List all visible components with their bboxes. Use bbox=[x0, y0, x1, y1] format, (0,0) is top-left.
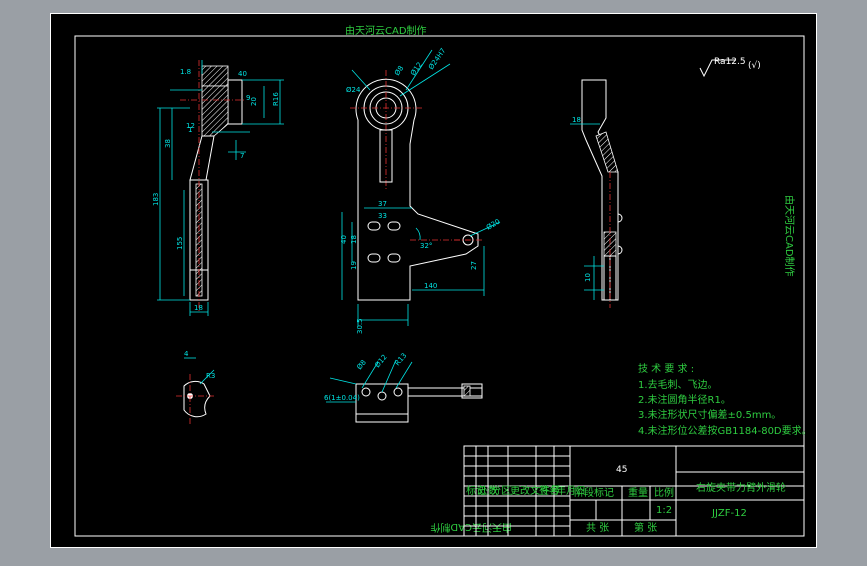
svg-text:155: 155 bbox=[176, 237, 184, 250]
tech-req-line: 4.未注形位公差按GB1184-80D要求。 bbox=[638, 424, 812, 437]
title-header-label: 处数 bbox=[478, 484, 498, 497]
svg-text:40: 40 bbox=[340, 235, 348, 244]
svg-text:10: 10 bbox=[584, 273, 592, 282]
watermark-top: 由天河云CAD制作 bbox=[345, 24, 427, 37]
title-header-label: 年月日 bbox=[556, 484, 586, 497]
svg-text:R16: R16 bbox=[272, 92, 280, 106]
title-bottom-label: 第 张 bbox=[634, 521, 657, 534]
svg-text:18: 18 bbox=[572, 116, 581, 124]
svg-text:Ø24: Ø24 bbox=[346, 86, 361, 94]
svg-text:20: 20 bbox=[250, 97, 258, 106]
svg-text:1.8: 1.8 bbox=[180, 68, 191, 76]
tech-requirements: 技 术 要 求 : 1.去毛刺、飞边。 2.未注圆角半径R1。 3.未注形状尺寸… bbox=[638, 362, 812, 437]
svg-text:32°: 32° bbox=[420, 242, 432, 250]
svg-text:140: 140 bbox=[424, 282, 437, 290]
title-header-label: 标记 bbox=[466, 485, 486, 497]
side-view: Ø24 Ø12 Ø24H7 Ø8 37 33 40 18 19 32° 140 … bbox=[340, 47, 501, 334]
front-view: 1.8 40 20 R16 1 7 38 155 12 18 9 183 bbox=[152, 60, 284, 316]
svg-text:183: 183 bbox=[152, 193, 160, 206]
svg-text:R3: R3 bbox=[206, 372, 215, 380]
tech-req-title: 技 术 要 求 : bbox=[638, 362, 694, 375]
tech-req-line: 3.未注形状尺寸偏差±0.5mm。 bbox=[638, 408, 781, 421]
tech-req-line: 2.未注圆角半径R1。 bbox=[638, 393, 731, 406]
title-stage-label: 比例 bbox=[654, 486, 674, 499]
svg-text:1: 1 bbox=[188, 126, 192, 134]
tech-req-line: 1.去毛刺、飞边。 bbox=[638, 379, 718, 391]
title-bottom-label: 共 张 bbox=[586, 522, 609, 534]
watermark-bottom: 由天河云CAD制作 bbox=[430, 521, 512, 534]
title-header-label: 签名 bbox=[539, 484, 559, 497]
title-stage-label: 阶段标记 bbox=[574, 486, 614, 499]
sheet-inner-border bbox=[74, 35, 805, 537]
svg-text:33: 33 bbox=[378, 212, 387, 220]
svg-text:6(1±0.04): 6(1±0.04) bbox=[324, 394, 360, 402]
svg-text:19: 19 bbox=[350, 261, 358, 270]
svg-text:18: 18 bbox=[194, 304, 203, 312]
watermark-right: 由天河云CAD制作 bbox=[783, 195, 796, 277]
svg-text:30.5: 30.5 bbox=[356, 318, 364, 334]
title-drawing-no: JJZF-12 bbox=[711, 508, 747, 519]
svg-text:7: 7 bbox=[240, 152, 244, 160]
title-scale: 1:2 bbox=[656, 505, 672, 516]
roughness-symbol: Ra12.5 (√) bbox=[699, 57, 761, 78]
svg-text:4: 4 bbox=[184, 350, 189, 358]
svg-text:(√): (√) bbox=[748, 60, 761, 71]
right-view: 18 10 bbox=[570, 79, 623, 308]
svg-text:38: 38 bbox=[164, 139, 172, 148]
title-number: 45 bbox=[616, 465, 627, 475]
svg-text:9: 9 bbox=[246, 94, 250, 102]
svg-text:Ra12.5: Ra12.5 bbox=[714, 57, 746, 67]
drawing-canvas bbox=[50, 13, 817, 548]
svg-text:37: 37 bbox=[378, 200, 387, 208]
svg-text:27: 27 bbox=[470, 261, 478, 270]
title-part-name: 右旋夹带力臂外滑轮 bbox=[696, 481, 786, 494]
detail-view: 4 R3 bbox=[176, 350, 215, 426]
sheet-outer-border bbox=[50, 13, 817, 548]
svg-text:12: 12 bbox=[186, 122, 195, 130]
title-header-label: 更改文件号 bbox=[510, 484, 560, 497]
svg-text:18: 18 bbox=[350, 235, 358, 244]
svg-text:40: 40 bbox=[238, 70, 247, 78]
title-header-label: 分区 bbox=[491, 485, 511, 497]
title-stage-label: 重量 bbox=[628, 486, 648, 499]
title-block: 45 右旋夹带力臂外滑轮 JJZF-12 1:2 标记 处数 分区 更改文件号 … bbox=[463, 445, 805, 537]
